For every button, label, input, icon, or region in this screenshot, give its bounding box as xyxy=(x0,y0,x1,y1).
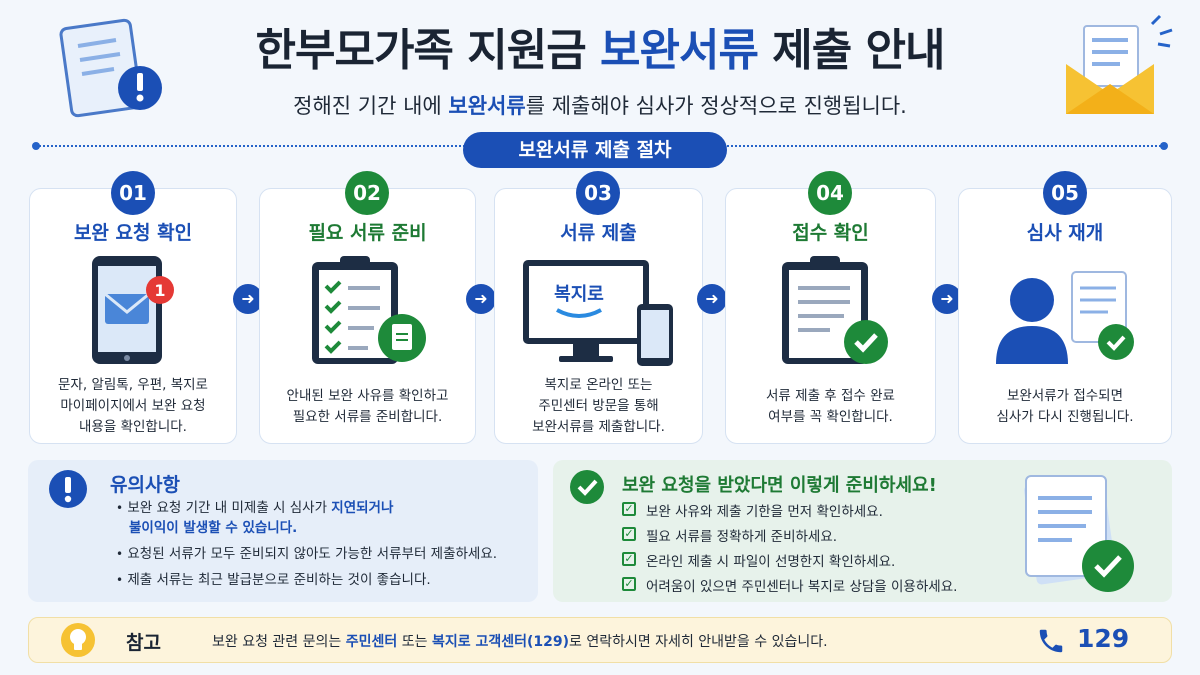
step-number-badge: 05 xyxy=(1043,171,1087,215)
step-card-5 xyxy=(958,188,1172,444)
preparation-item: 온라인 제출 시 파일이 선명한지 확인하세요. xyxy=(646,554,896,570)
phone-icon xyxy=(1039,629,1063,653)
arrow-right-icon: ➜ xyxy=(697,284,727,314)
step-title: 접수 확인 xyxy=(792,222,869,244)
caution-item: • 보완 요청 기간 내 미제출 시 심사가 지연되거나 불이익이 발생할 수 … xyxy=(116,500,394,536)
checkbox-icon: ✓ xyxy=(622,552,636,566)
step-title: 필요 서류 준비 xyxy=(308,222,427,244)
checkbox-icon: ✓ xyxy=(622,502,636,516)
arrow-right-icon: ➜ xyxy=(932,284,962,314)
reference-text: 보완 요청 관련 문의는 주민센터 또는 복지로 고객센터(129)로 연락하시… xyxy=(212,634,828,650)
arrow-right-icon: ➜ xyxy=(233,284,263,314)
step-number-badge: 02 xyxy=(345,171,389,215)
step-number-badge: 01 xyxy=(111,171,155,215)
document-check-icon xyxy=(1024,475,1134,592)
caution-panel xyxy=(28,460,538,602)
preparation-item: 어려움이 있으면 주민센터나 복지로 상담을 이용하세요. xyxy=(646,579,958,595)
section-label: 보완서류 제출 절차 xyxy=(463,132,727,168)
reference-panel xyxy=(28,617,1172,663)
screen-logo-text: 복지로 xyxy=(554,284,604,305)
checkbox-icon: ✓ xyxy=(622,577,636,591)
preparation-item: 필요 서류를 정확하게 준비하세요. xyxy=(646,529,838,545)
phone-mail-icon: 1 xyxy=(92,256,174,364)
step-number-badge: 03 xyxy=(576,171,620,215)
exclamation-icon xyxy=(49,470,87,508)
check-circle-icon xyxy=(570,470,604,504)
step-title: 심사 재개 xyxy=(1026,222,1104,244)
notification-count: 1 xyxy=(154,281,165,300)
preparation-item: 보완 사유와 제출 기한을 먼저 확인하세요. xyxy=(646,504,883,520)
reference-label: 참고 xyxy=(126,632,161,654)
document-alert-icon xyxy=(59,18,162,118)
envelope-letter-icon xyxy=(1066,14,1173,114)
caution-item: • 요청된 서류가 모두 준비되지 않아도 가능한 서류부터 제출하세요. xyxy=(116,546,498,562)
step-number-badge: 04 xyxy=(808,171,852,215)
phone-number[interactable]: 129 xyxy=(1077,624,1130,653)
caution-item: • 제출 서류는 최근 발급분으로 준비하는 것이 좋습니다. xyxy=(116,572,431,588)
step-title: 보완 요청 확인 xyxy=(73,222,193,244)
page-subtitle: 정해진 기간 내에 보완서류를 제출해야 심사가 정상적으로 진행됩니다. xyxy=(293,94,907,118)
lightbulb-icon xyxy=(61,623,95,657)
page-title: 한부모가족 지원금 보완서류 제출 안내 xyxy=(255,25,946,76)
preparation-title: 보완 요청을 받았다면 이렇게 준비하세요! xyxy=(622,475,937,496)
person-document-icon xyxy=(996,271,1134,364)
caution-title: 유의사항 xyxy=(110,474,180,496)
arrow-right-icon: ➜ xyxy=(466,284,496,314)
clipboard-check-icon xyxy=(782,256,888,364)
checkbox-icon: ✓ xyxy=(622,527,636,541)
step-title: 서류 제출 xyxy=(560,222,637,244)
monitor-phone-icon: 복지로 xyxy=(523,260,673,366)
clipboard-checklist-icon xyxy=(312,256,426,364)
